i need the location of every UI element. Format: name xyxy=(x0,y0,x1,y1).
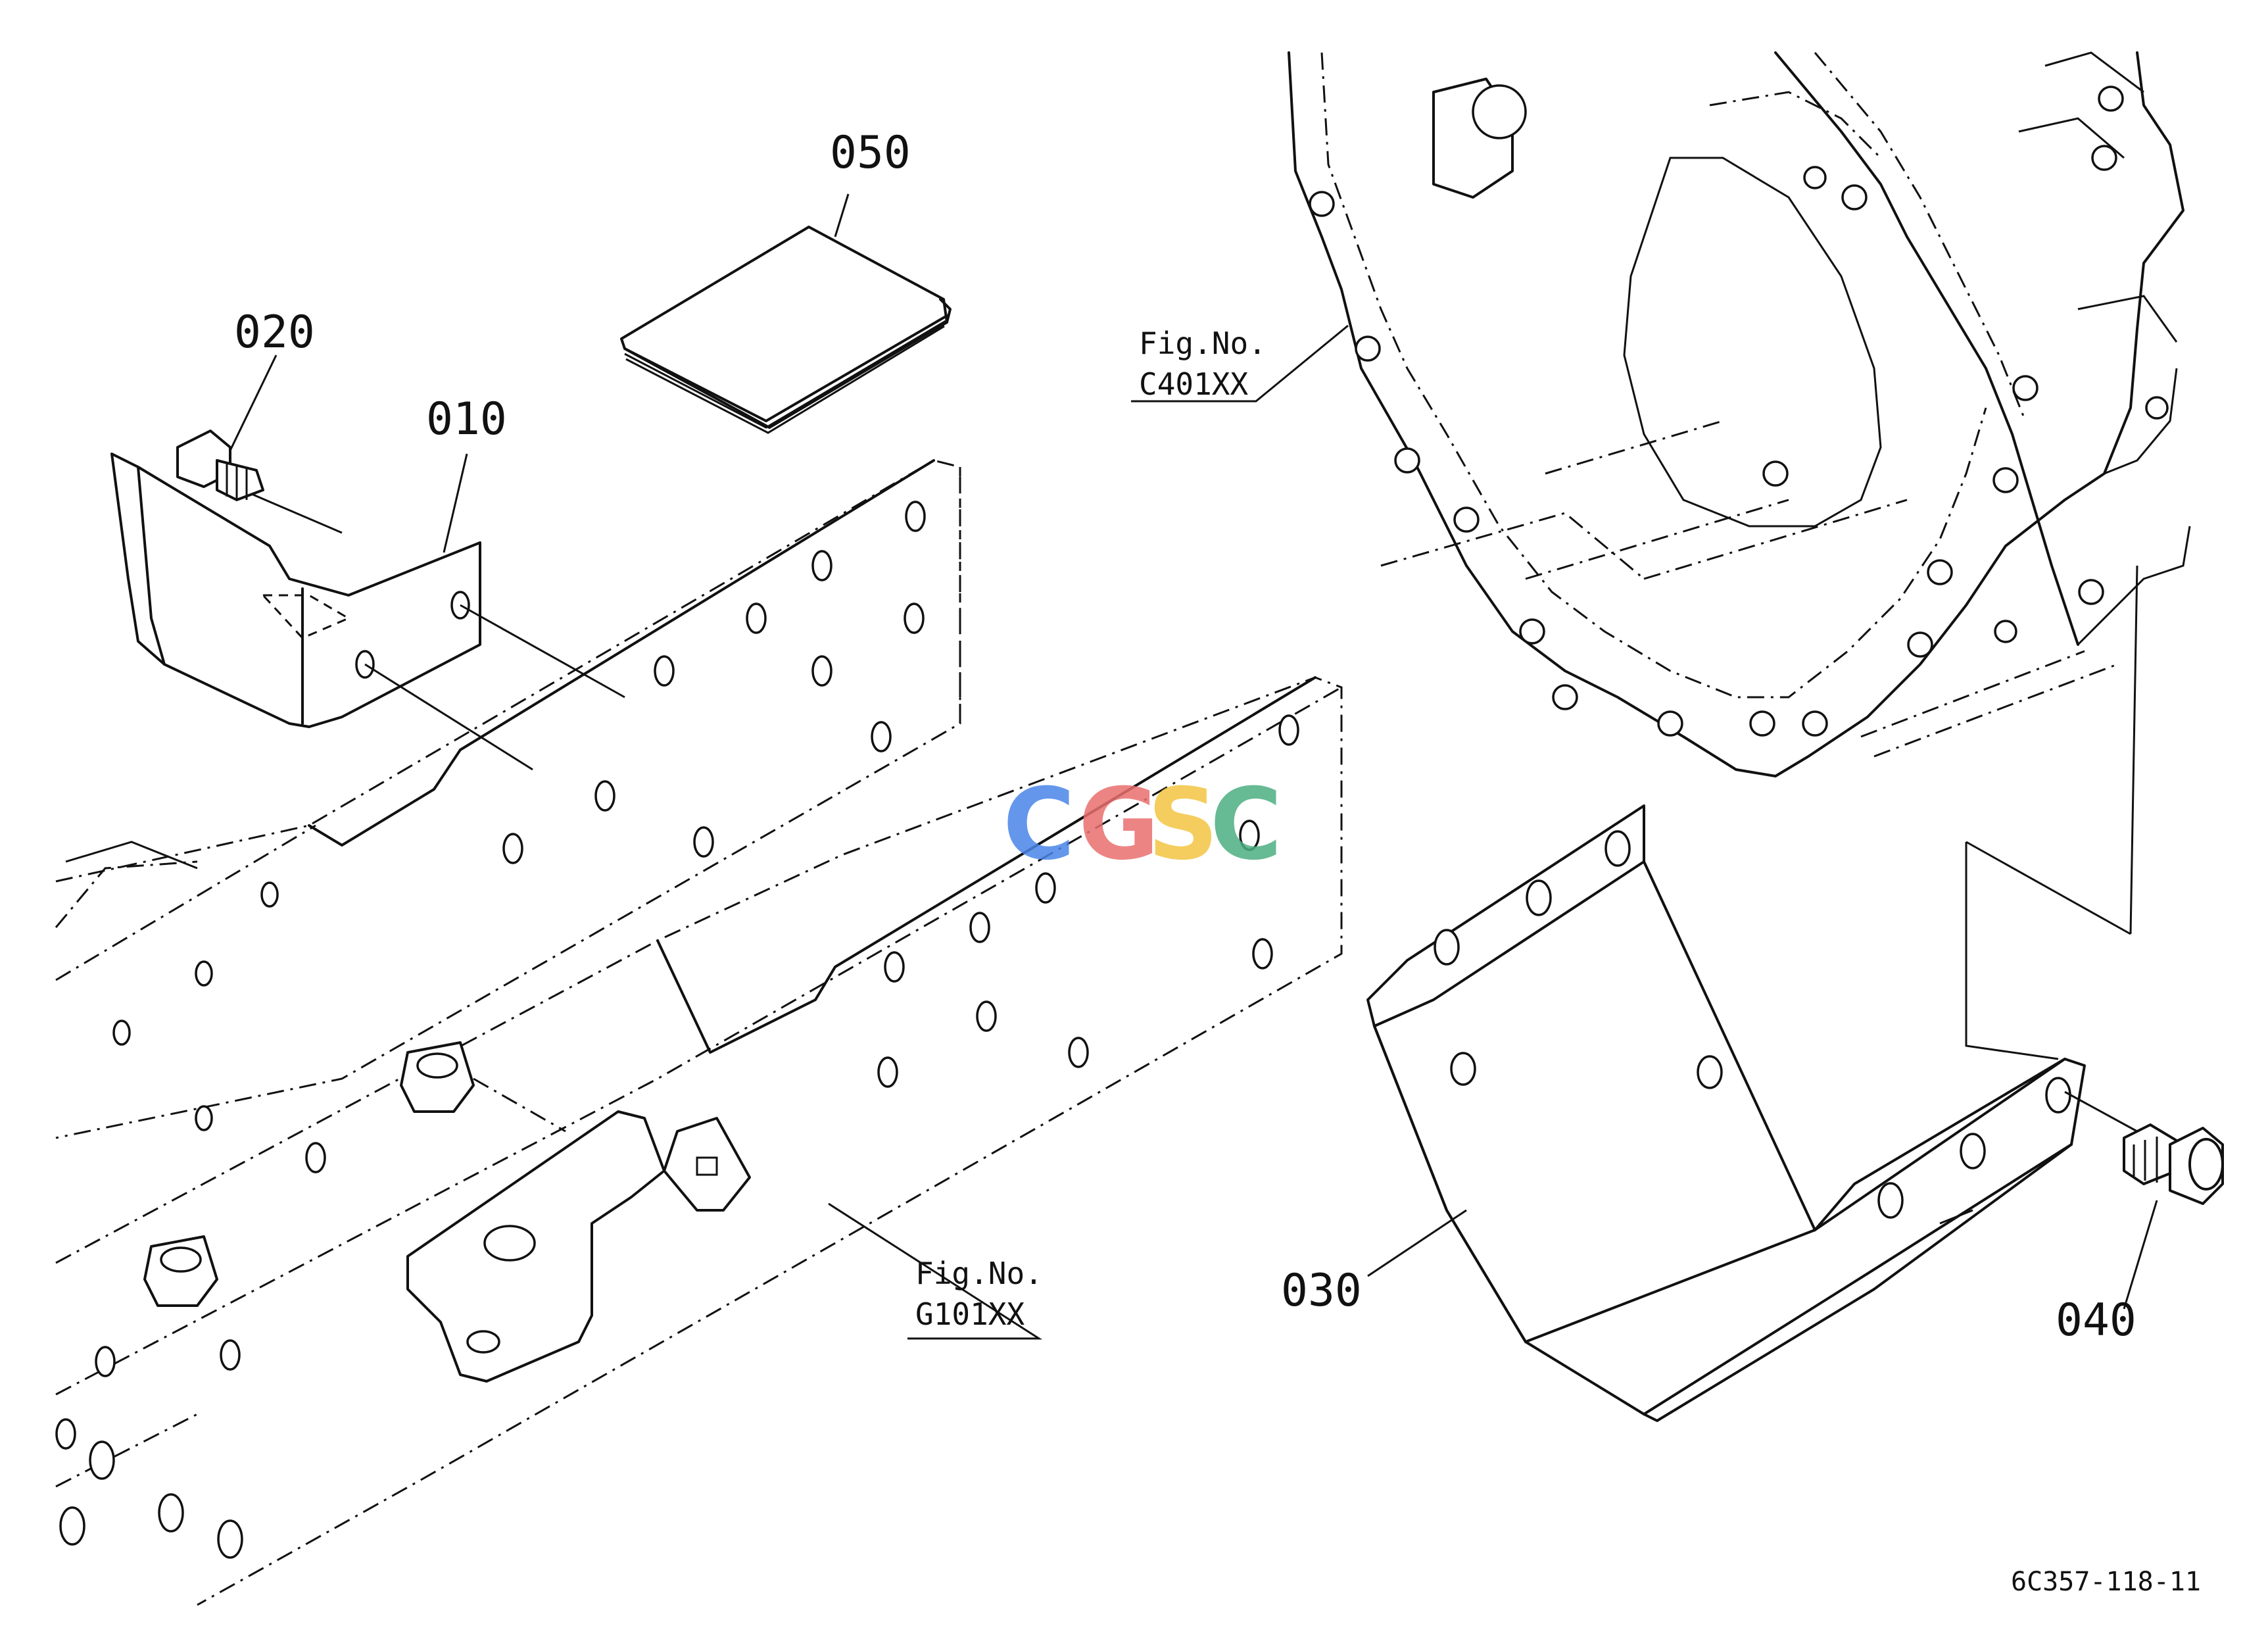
label-part-040: 040 xyxy=(2056,1294,2136,1346)
label-part-010: 010 xyxy=(426,393,507,445)
watermark-logo: C G S C xyxy=(1003,768,1282,882)
rail-holes xyxy=(55,501,1299,1559)
part-050-booklet xyxy=(620,226,952,434)
label-part-030: 030 xyxy=(1281,1265,1362,1317)
part-010-cover xyxy=(110,453,625,771)
label-part-020: 020 xyxy=(234,307,315,358)
watermark-letter-4: C xyxy=(1210,768,1282,882)
drawing-code: 6C357-118-11 xyxy=(2011,1567,2201,1597)
fig-ref-g101xx-title: Fig.No. xyxy=(915,1256,1043,1291)
part-030-guard xyxy=(1366,804,2138,1422)
leader-lines xyxy=(229,193,2158,1340)
watermark-letter-1: C xyxy=(1003,768,1075,882)
label-part-050: 050 xyxy=(830,127,911,179)
fig-ref-c401xx-number: C401XX xyxy=(1139,366,1248,402)
part-040-bolt xyxy=(2123,1123,2224,1205)
rail-bracket xyxy=(406,1110,665,1383)
fig-ref-c401xx-title: Fig.No. xyxy=(1139,326,1267,361)
watermark-letter-3: S xyxy=(1147,768,1218,882)
case-holes xyxy=(1309,84,2169,737)
fig-ref-g101xx-number: G101XX xyxy=(915,1296,1025,1332)
figure-reference-g101xx: Fig.No. G101XX xyxy=(915,1256,1043,1332)
part-labels: 050 020 010 030 040 xyxy=(234,127,2136,1346)
rail-nut xyxy=(143,1041,475,1307)
frame-rail-assembly xyxy=(55,459,1343,1606)
part-020-bolt xyxy=(176,430,264,501)
transmission-case xyxy=(1288,51,2191,1060)
watermark-letter-2: G xyxy=(1078,768,1159,882)
figure-reference-c401xx: Fig.No. C401XX xyxy=(1139,326,1267,402)
guard-holes xyxy=(1434,830,2071,1225)
